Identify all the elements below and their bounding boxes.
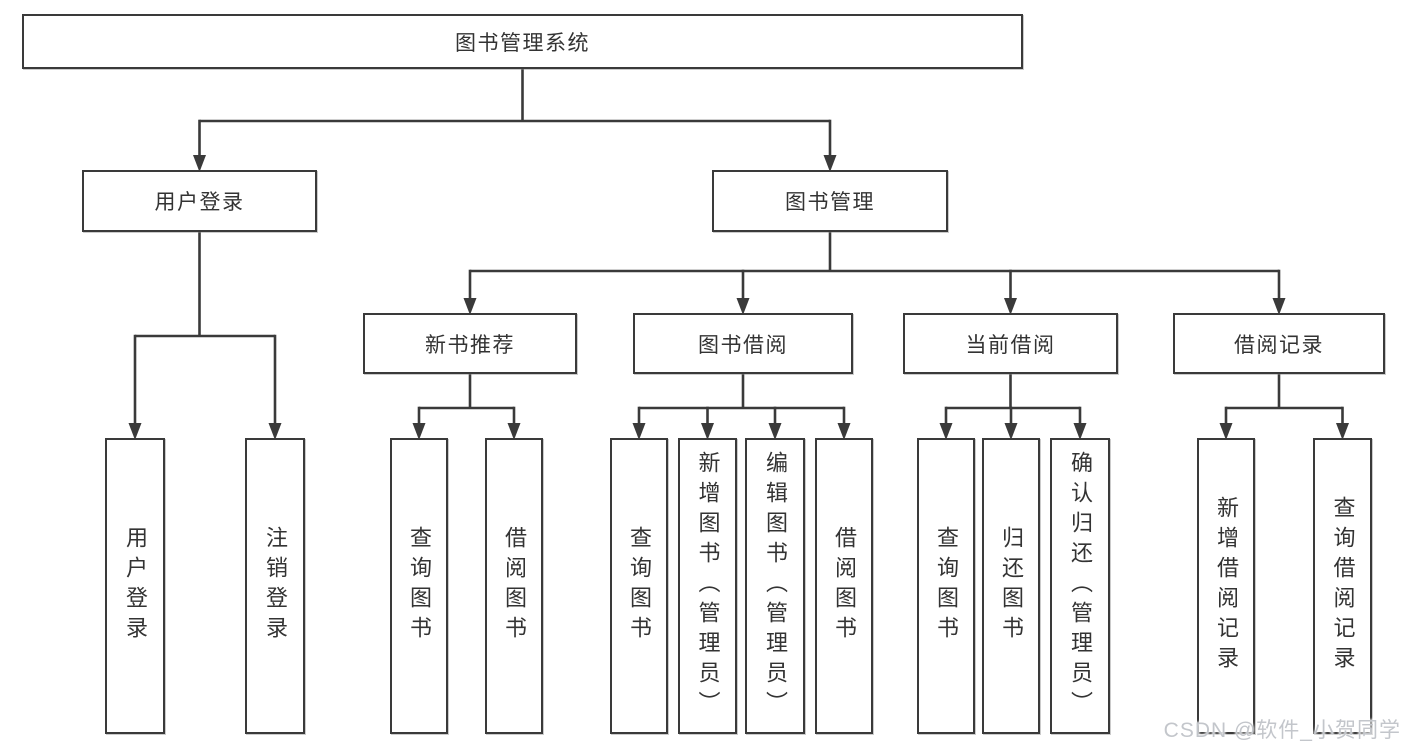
node-label: 当前借阅 (965, 333, 1056, 357)
node-label: 借阅图书 (832, 526, 857, 646)
node-leaf-bb-borrow: 借阅图书 (815, 438, 873, 734)
node-leaf-bb-add: 新增图书（管理员） (678, 438, 737, 734)
node-label: 编辑图书（管理员） (763, 451, 788, 721)
node-leaf-bb-edit: 编辑图书（管理员） (745, 438, 805, 734)
node-book-mgmt: 图书管理 (712, 170, 948, 232)
node-label: 借阅记录 (1234, 333, 1324, 357)
node-label: 用户登录 (123, 526, 148, 646)
node-borrow-records: 借阅记录 (1173, 313, 1385, 374)
node-leaf-cb-query: 查询图书 (917, 438, 975, 734)
node-label: 借阅图书 (502, 526, 527, 646)
node-label: 确认归还（管理员） (1068, 451, 1093, 721)
node-leaf-user-login: 用户登录 (105, 438, 165, 734)
node-label: 查询借阅记录 (1330, 496, 1356, 676)
node-book-borrow: 图书借阅 (633, 313, 853, 374)
node-label: 图书管理系统 (455, 31, 590, 55)
node-label: 新增借阅记录 (1214, 496, 1239, 676)
node-label: 归还图书 (999, 526, 1024, 646)
watermark-text: CSDN @软件_小贺同学 (1163, 719, 1401, 742)
node-leaf-cb-return: 归还图书 (982, 438, 1040, 734)
node-user-login: 用户登录 (82, 170, 317, 232)
node-leaf-bb-query: 查询图书 (610, 438, 668, 734)
node-label: 注销登录 (263, 526, 288, 646)
node-label: 查询图书 (627, 526, 652, 646)
node-new-book-rec: 新书推荐 (363, 313, 577, 374)
node-label: 查询图书 (934, 526, 959, 646)
node-leaf-br-query: 查询借阅记录 (1313, 438, 1372, 734)
node-leaf-logout: 注销登录 (245, 438, 305, 734)
node-label: 新书推荐 (425, 333, 515, 357)
node-leaf-cb-confirm: 确认归还（管理员） (1050, 438, 1110, 734)
node-label: 用户登录 (154, 191, 245, 214)
node-leaf-nbr-query: 查询图书 (390, 438, 448, 734)
node-current-borrow: 当前借阅 (903, 313, 1118, 374)
node-label: 查询图书 (407, 526, 432, 646)
node-label: 图书借阅 (698, 333, 788, 357)
node-label: 新增图书（管理员） (695, 451, 721, 721)
node-label: 图书管理 (785, 191, 875, 214)
node-leaf-nbr-borrow: 借阅图书 (485, 438, 543, 734)
node-leaf-br-add: 新增借阅记录 (1197, 438, 1255, 734)
node-root: 图书管理系统 (22, 14, 1023, 69)
